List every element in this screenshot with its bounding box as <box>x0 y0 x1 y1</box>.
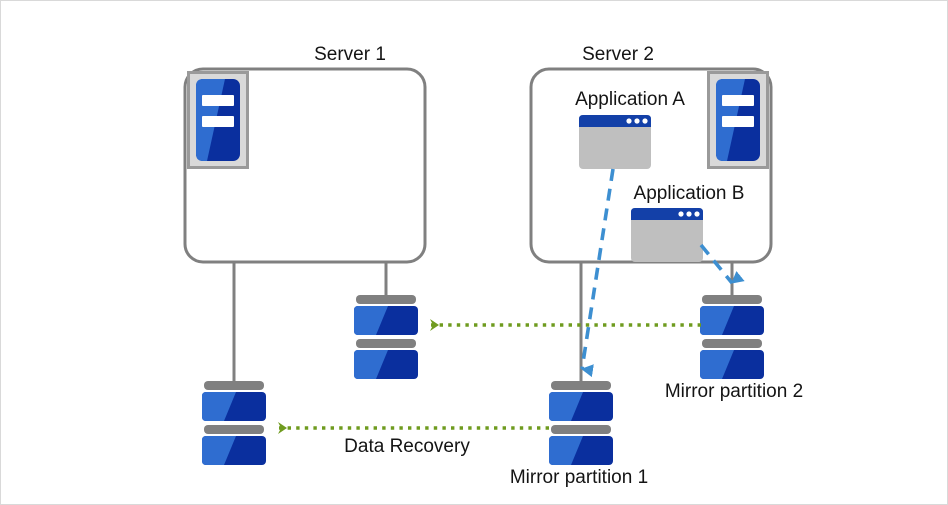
server-1-icon <box>187 71 249 169</box>
server-2-icon <box>707 71 769 169</box>
application-b-icon <box>631 208 703 262</box>
application-a-icon <box>579 115 651 169</box>
server-1-title: Server 1 <box>314 44 386 65</box>
application-a-label: Application A <box>575 89 685 110</box>
app-a-io-arrow <box>580 168 615 378</box>
disk-server1-secondary <box>354 295 418 379</box>
disk-mirror-partition-2 <box>700 295 764 379</box>
mirror-partition-2-label: Mirror partition 2 <box>664 381 804 402</box>
data-recovery-label: Data Recovery <box>344 436 470 457</box>
disk-server1-primary <box>202 381 266 465</box>
app-b-io-arrow <box>699 243 745 285</box>
disk-mirror-partition-1 <box>549 381 613 465</box>
application-b-label: Application B <box>633 183 745 204</box>
connector-lines <box>232 262 734 382</box>
server-2-title: Server 2 <box>582 44 654 65</box>
mirror-partition-1-label: Mirror partition 1 <box>509 467 649 488</box>
